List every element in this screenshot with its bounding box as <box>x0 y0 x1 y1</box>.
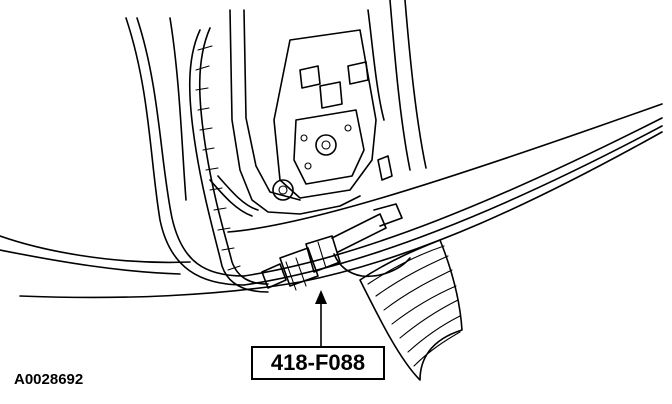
harness-connector <box>261 203 411 291</box>
pedal-shield <box>359 239 463 381</box>
figure-id: A0028692 <box>14 371 84 388</box>
wiring-harness <box>188 27 269 293</box>
door-sill <box>19 0 663 299</box>
callout-arrow <box>315 290 327 347</box>
seat-bracket <box>229 9 393 215</box>
callout-label: 418-F088 <box>251 346 385 380</box>
body-pillar <box>0 17 245 286</box>
